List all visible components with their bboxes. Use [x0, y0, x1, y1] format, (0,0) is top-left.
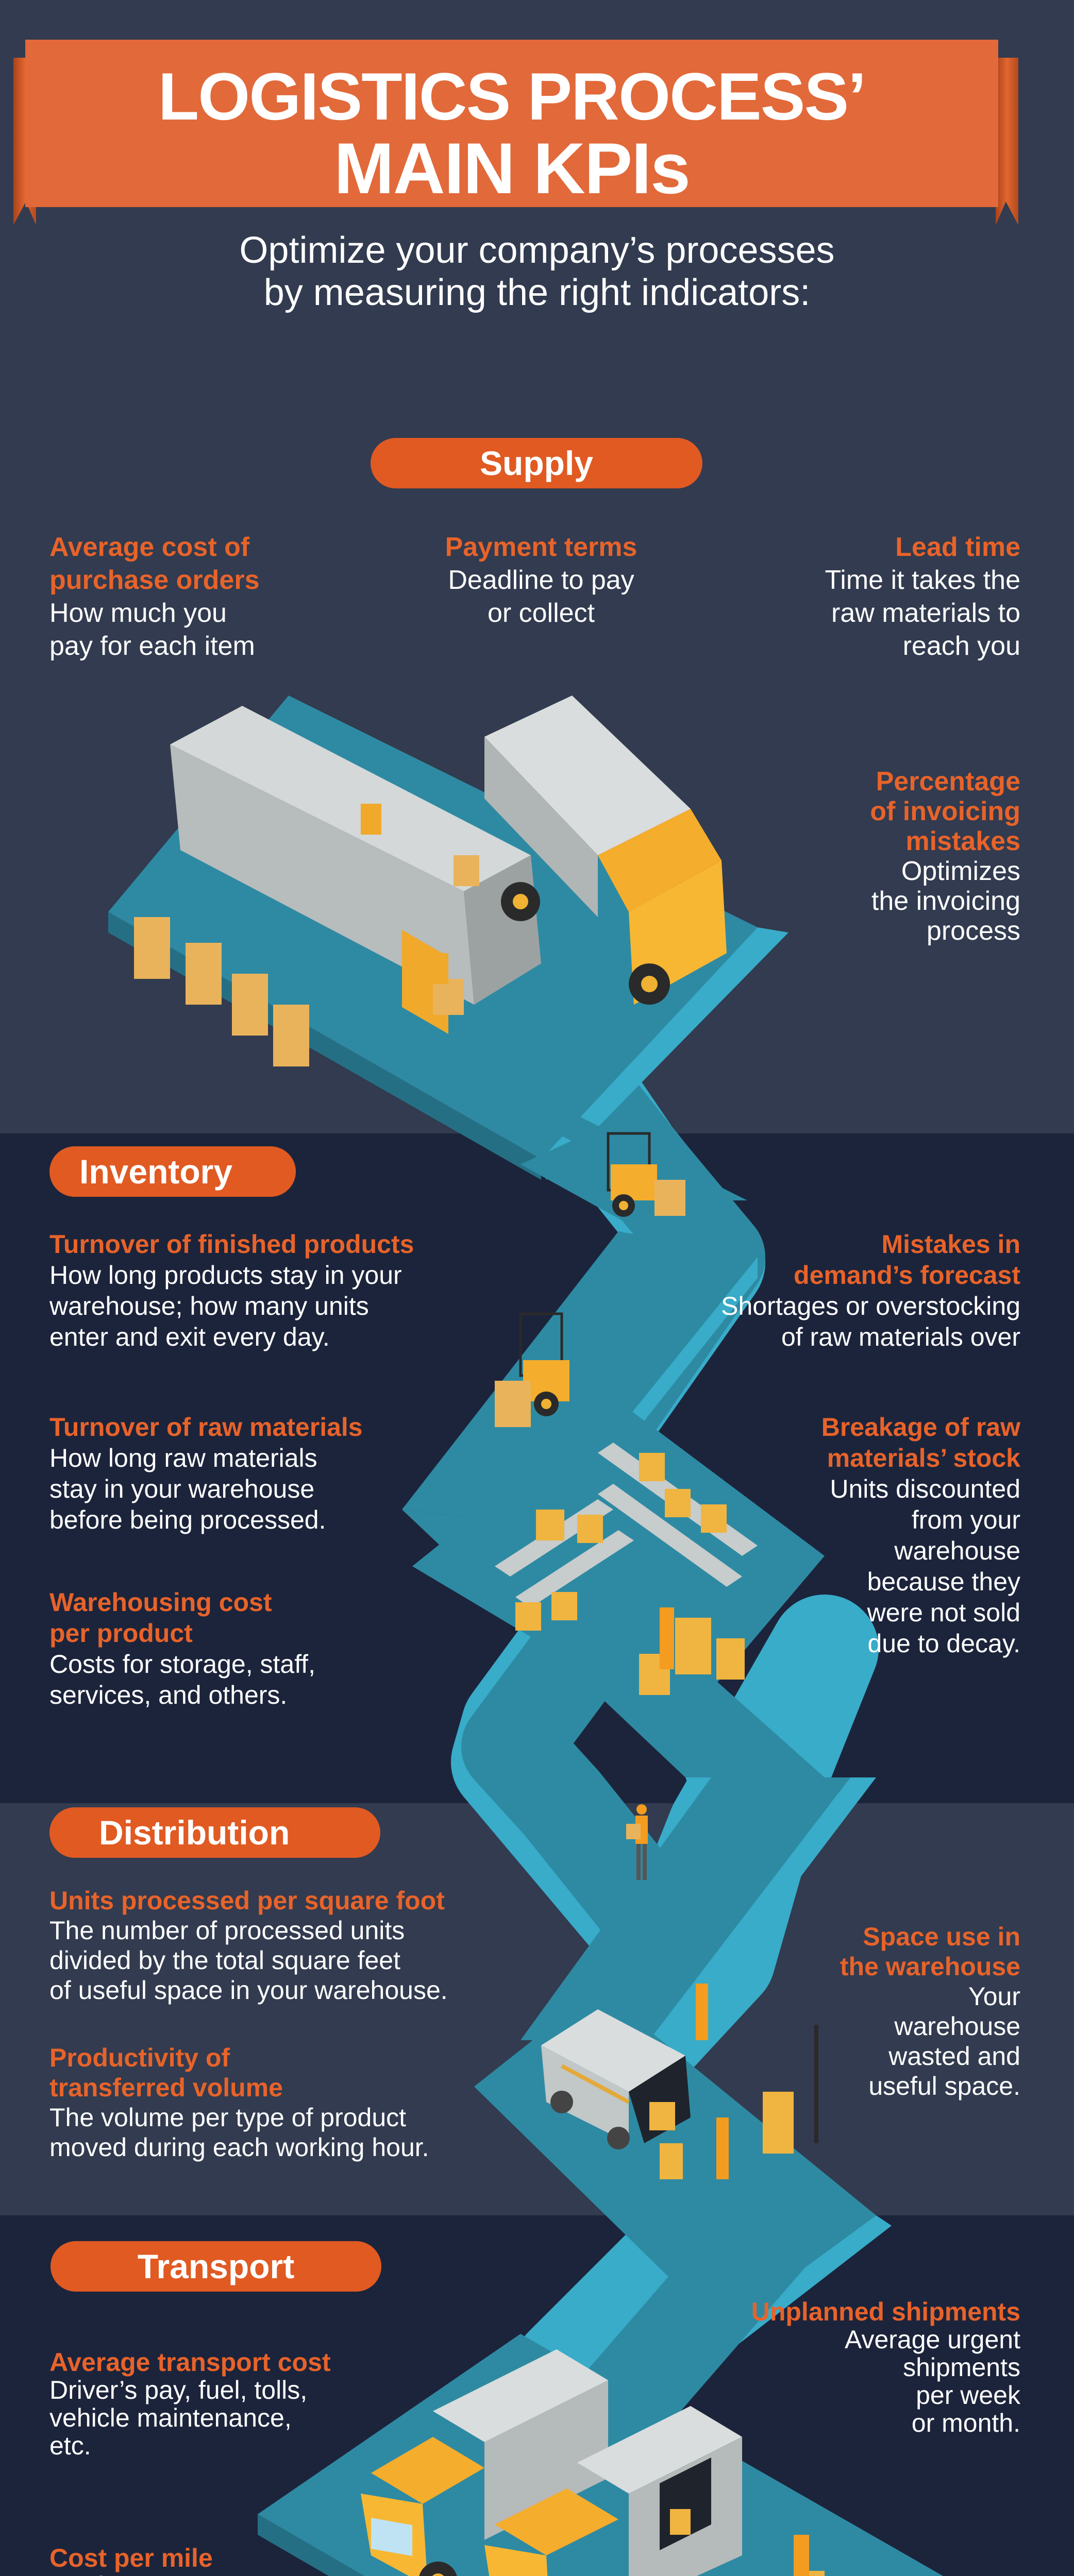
kpi-desc: Shortages or overstocking of raw materia… — [721, 1292, 1020, 1351]
kpi-title: Space use in the warehouse — [840, 1922, 1020, 1981]
kpi-title: Units processed per square foot — [49, 1886, 445, 1915]
kpi-average-cost-purchase-orders: Average cost of purchase orders How much… — [49, 531, 338, 663]
kpi-desc: Your warehouse wasted and useful space. — [868, 1982, 1020, 2100]
kpi-space-use-warehouse: Space use in the warehouse Your warehous… — [773, 1922, 1020, 2101]
kpi-desc: Deadline to pay or collect — [448, 565, 634, 628]
section-pill-supply: Supply — [371, 438, 702, 488]
kpi-title: Percentage of invoicing mistakes — [870, 767, 1020, 856]
kpi-desc: Average urgent shipments per week or mon… — [845, 2325, 1020, 2437]
kpi-title: Average cost of purchase orders — [49, 532, 260, 595]
kpi-units-processed-per-square-foot: Units processed per square foot The numb… — [49, 1886, 565, 2005]
kpi-title: Average transport cost — [49, 2348, 331, 2377]
kpi-desc: How long raw materials stay in your ware… — [49, 1444, 326, 1534]
forklift-illustration — [607, 1132, 685, 1217]
kpi-desc: How long products stay in your warehouse… — [49, 1261, 402, 1351]
kpi-title: Turnover of raw materials — [49, 1413, 363, 1442]
section-pill-inventory: Inventory — [49, 1146, 296, 1197]
kpi-unplanned-shipments: Unplanned shipments Average urgent shipm… — [660, 2298, 1020, 2437]
kpi-title: Cost per mile — [49, 2544, 213, 2572]
worker-illustration — [626, 1804, 648, 1880]
kpi-desc: The number of processed units divided by… — [49, 1916, 448, 2005]
kpi-turnover-finished-products: Turnover of finished products How long p… — [49, 1229, 513, 1352]
section-pill-transport: Transport — [51, 2241, 381, 2292]
kpi-desc: Driver’s pay, fuel, tolls, vehicle maint… — [49, 2376, 308, 2460]
kpi-desc: Optimizes the invoicing process — [871, 856, 1020, 946]
kpi-payment-terms: Payment terms Deadline to pay or collect — [402, 531, 680, 630]
kpi-lead-time: Lead time Time it takes the raw material… — [742, 531, 1020, 663]
title-line-2: MAIN KPIs — [334, 128, 691, 209]
kpi-title: Payment terms — [445, 532, 637, 562]
kpi-cost-per-mile: Cost per mile Total transport cost divid… — [49, 2544, 441, 2576]
kpi-desc: Costs for storage, staff, services, and … — [49, 1650, 315, 1709]
kpi-title: Turnover of finished products — [49, 1230, 414, 1259]
kpi-average-transport-cost: Average transport cost Driver’s pay, fue… — [49, 2348, 441, 2460]
kpi-productivity-transferred-volume: Productivity of transferred volume The v… — [49, 2043, 565, 2162]
kpi-breakage-raw-materials: Breakage of raw materials’ stock Units d… — [721, 1412, 1020, 1659]
kpi-title: Lead time — [895, 532, 1020, 562]
kpi-title: Warehousing cost per product — [49, 1588, 272, 1648]
kpi-desc: Units discounted from your warehouse bec… — [830, 1475, 1020, 1658]
subtitle-line-1: Optimize your company’s processes — [239, 230, 835, 271]
kpi-title: Mistakes in demand’s forecast — [794, 1230, 1020, 1290]
title-banner: LOGISTICS PROCESS’ MAIN KPIs — [25, 40, 998, 207]
kpi-turnover-raw-materials: Turnover of raw materials How long raw m… — [49, 1412, 472, 1535]
kpi-mistakes-demand-forecast: Mistakes in demand’s forecast Shortages … — [618, 1229, 1020, 1352]
section-pill-distribution: Distribution — [49, 1807, 380, 1858]
kpi-desc: Time it takes the raw materials to reach… — [825, 565, 1020, 661]
kpi-desc: The volume per type of product moved dur… — [49, 2103, 429, 2162]
warehouse-truck-illustration — [134, 696, 727, 1066]
kpi-desc: Total transport cost divided by the mile… — [49, 2572, 441, 2576]
subtitle: Optimize your company’s processes by mea… — [0, 229, 1074, 314]
kpi-desc: How much you pay for each item — [49, 598, 255, 661]
kpi-title: Unplanned shipments — [751, 2297, 1020, 2326]
kpi-title: Breakage of raw materials’ stock — [821, 1413, 1020, 1472]
kpi-warehousing-cost-per-product: Warehousing cost per product Costs for s… — [49, 1587, 472, 1710]
kpi-percentage-invoicing-mistakes: Percentage of invoicing mistakes Optimiz… — [804, 767, 1020, 946]
subtitle-line-2: by measuring the right indicators: — [263, 272, 811, 313]
kpi-title: Productivity of transferred volume — [49, 2043, 283, 2102]
title-line-1: LOGISTICS PROCESS’ — [158, 59, 867, 134]
banner-ribbon-right — [996, 58, 1018, 225]
